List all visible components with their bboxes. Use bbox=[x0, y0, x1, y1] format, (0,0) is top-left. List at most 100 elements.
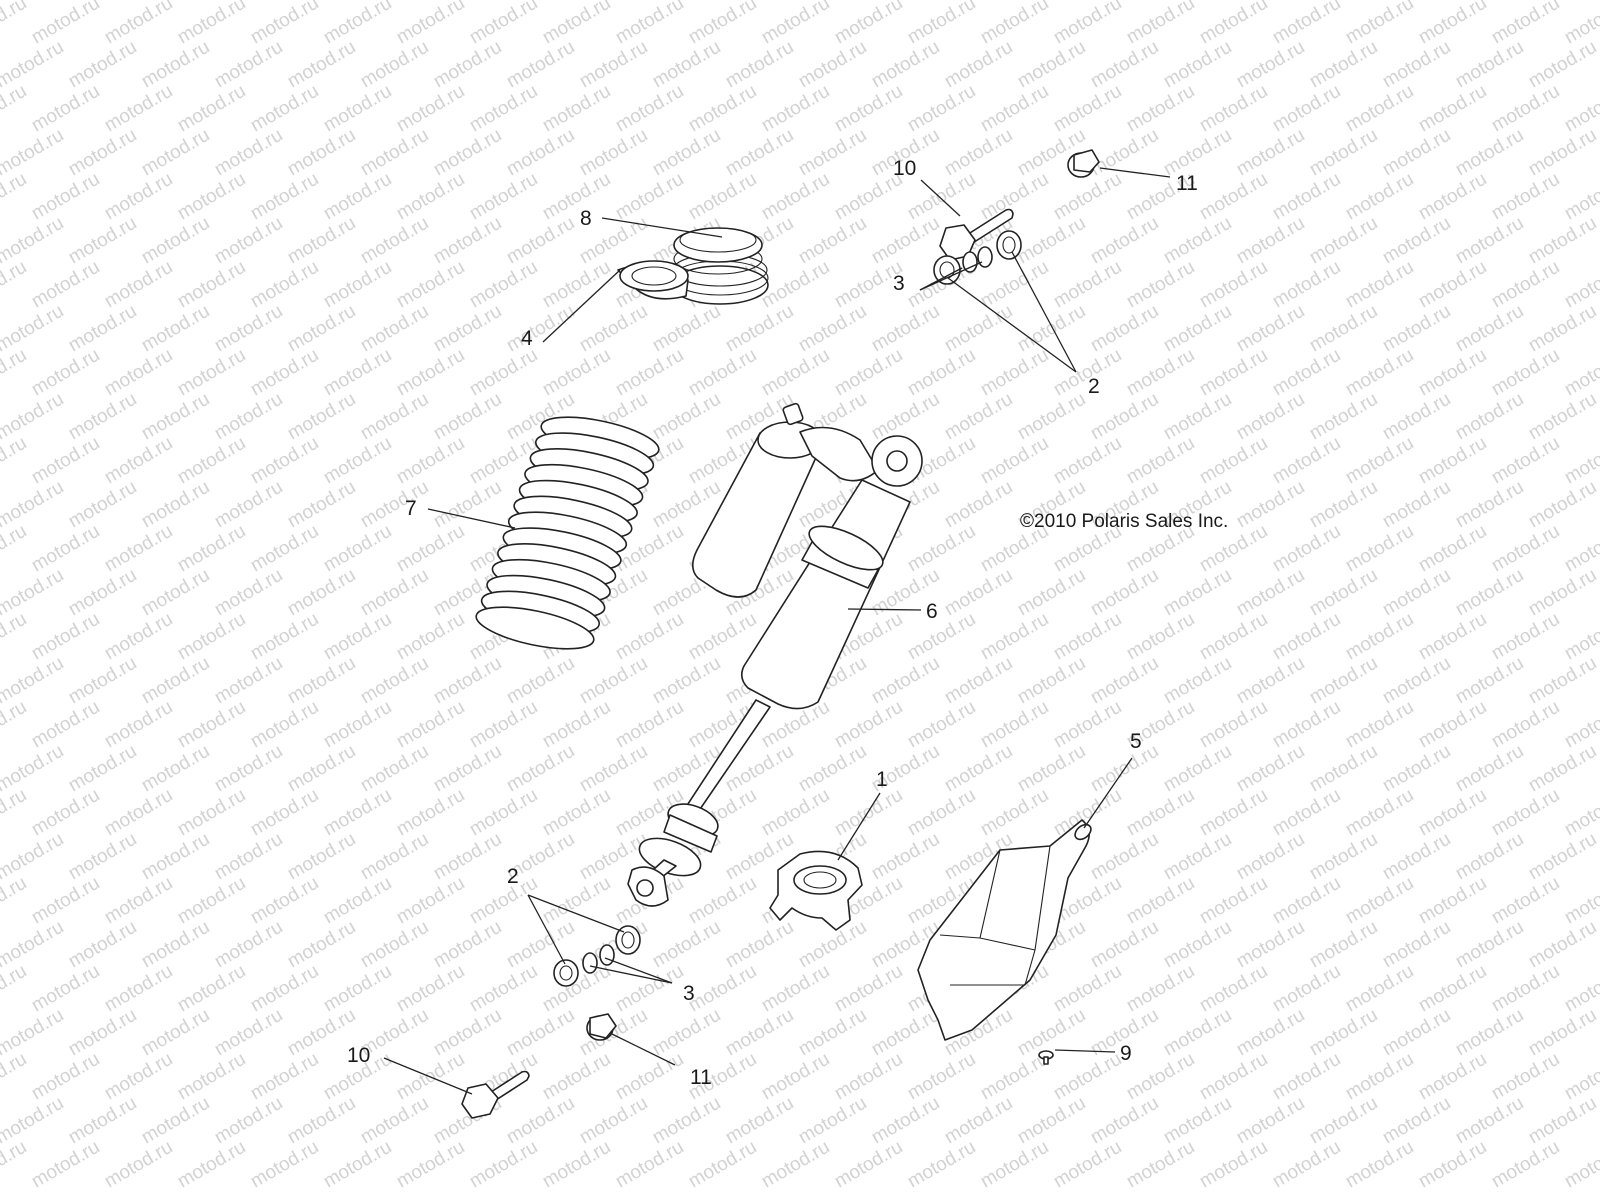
watermark-text: motod.ru bbox=[612, 1137, 687, 1193]
watermark-text: motod.ru bbox=[1379, 301, 1454, 357]
watermark-text: motod.ru bbox=[284, 1093, 359, 1149]
watermark-text: motod.ru bbox=[28, 1049, 103, 1105]
watermark-text: motod.ru bbox=[357, 917, 432, 973]
watermark-text: motod.ru bbox=[65, 301, 140, 357]
watermark-text: motod.ru bbox=[1452, 301, 1527, 357]
watermark-text: motod.ru bbox=[28, 0, 103, 48]
watermark-text: motod.ru bbox=[247, 785, 322, 841]
watermark-text: motod.ru bbox=[1379, 565, 1454, 621]
watermark-text: motod.ru bbox=[211, 565, 286, 621]
watermark-text: motod.ru bbox=[0, 873, 30, 929]
watermark-text: motod.ru bbox=[1379, 741, 1454, 797]
watermark-text: motod.ru bbox=[1342, 873, 1417, 929]
watermark-text: motod.ru bbox=[1525, 37, 1600, 93]
watermark-text: motod.ru bbox=[1306, 1005, 1381, 1061]
watermark-text: motod.ru bbox=[722, 301, 797, 357]
watermark-text: motod.ru bbox=[466, 169, 541, 225]
watermark-text: motod.ru bbox=[576, 1093, 651, 1149]
callout-3-top: 3 bbox=[893, 272, 905, 295]
watermark-text: motod.ru bbox=[1415, 1049, 1490, 1105]
watermark-text: motod.ru bbox=[612, 961, 687, 1017]
watermark-text: motod.ru bbox=[722, 1005, 797, 1061]
watermark-text: motod.ru bbox=[28, 81, 103, 137]
watermark-text: motod.ru bbox=[393, 0, 468, 48]
watermark-text: motod.ru bbox=[174, 0, 249, 48]
watermark-text: motod.ru bbox=[284, 917, 359, 973]
watermark-text: motod.ru bbox=[576, 653, 651, 709]
watermark-text: motod.ru bbox=[1050, 169, 1125, 225]
watermark-text: motod.ru bbox=[211, 1005, 286, 1061]
watermark-text: motod.ru bbox=[101, 609, 176, 665]
watermark-text: motod.ru bbox=[868, 1005, 943, 1061]
bolt-bottom-part bbox=[461, 1070, 530, 1119]
watermark-text: motod.ru bbox=[393, 521, 468, 577]
watermark-text: motod.ru bbox=[357, 389, 432, 445]
watermark-text: motod.ru bbox=[211, 1093, 286, 1149]
watermark-text: motod.ru bbox=[211, 829, 286, 885]
watermark-text: motod.ru bbox=[1561, 433, 1600, 489]
watermark-text: motod.ru bbox=[1415, 873, 1490, 929]
watermark-text: motod.ru bbox=[831, 1137, 906, 1193]
watermark-text: motod.ru bbox=[1269, 0, 1344, 48]
watermark-text: motod.ru bbox=[1269, 169, 1344, 225]
watermark-text: motod.ru bbox=[101, 1049, 176, 1105]
watermark-text: motod.ru bbox=[758, 0, 833, 48]
watermark-text: motod.ru bbox=[1488, 169, 1563, 225]
watermark-text: motod.ru bbox=[1342, 169, 1417, 225]
watermark-text: motod.ru bbox=[138, 917, 213, 973]
crossover-spring-part bbox=[671, 227, 769, 305]
watermark-text: motod.ru bbox=[1269, 81, 1344, 137]
watermark-text: motod.ru bbox=[101, 257, 176, 313]
watermark-text: motod.ru bbox=[393, 697, 468, 753]
watermark-text: motod.ru bbox=[211, 37, 286, 93]
watermark-text: motod.ru bbox=[1196, 81, 1271, 137]
watermark-text: motod.ru bbox=[1488, 257, 1563, 313]
watermark-text: motod.ru bbox=[539, 1049, 614, 1105]
watermark-text: motod.ru bbox=[0, 1093, 67, 1149]
watermark-text: motod.ru bbox=[1306, 917, 1381, 973]
watermark-text: motod.ru bbox=[0, 477, 67, 533]
callout-6: 6 bbox=[926, 600, 938, 623]
watermark-text: motod.ru bbox=[1379, 1093, 1454, 1149]
watermark-text: motod.ru bbox=[28, 1137, 103, 1193]
watermark-text: motod.ru bbox=[247, 0, 322, 48]
watermark-text: motod.ru bbox=[65, 213, 140, 269]
watermark-text: motod.ru bbox=[831, 697, 906, 753]
watermark-text: motod.ru bbox=[1525, 653, 1600, 709]
watermark-text: motod.ru bbox=[0, 0, 30, 48]
watermark-text: motod.ru bbox=[138, 389, 213, 445]
watermark-text: motod.ru bbox=[1160, 301, 1235, 357]
watermark-text: motod.ru bbox=[65, 389, 140, 445]
watermark-text: motod.ru bbox=[758, 785, 833, 841]
watermark-text: motod.ru bbox=[320, 961, 395, 1017]
watermark-text: motod.ru bbox=[1196, 257, 1271, 313]
watermark-text: motod.ru bbox=[1050, 0, 1125, 48]
watermark-text: motod.ru bbox=[320, 521, 395, 577]
watermark-text: motod.ru bbox=[1087, 653, 1162, 709]
watermark-text: motod.ru bbox=[0, 433, 30, 489]
watermark-text: motod.ru bbox=[1342, 1137, 1417, 1193]
watermark-text: motod.ru bbox=[977, 81, 1052, 137]
watermark-text: motod.ru bbox=[101, 345, 176, 401]
watermark-text: motod.ru bbox=[612, 169, 687, 225]
watermark-text: motod.ru bbox=[1415, 697, 1490, 753]
watermark-text: motod.ru bbox=[1452, 389, 1527, 445]
screw-part bbox=[1038, 1050, 1054, 1065]
spring-coil bbox=[475, 606, 595, 650]
watermark-text: motod.ru bbox=[941, 477, 1016, 533]
watermark-text: motod.ru bbox=[685, 0, 760, 48]
watermark-text: motod.ru bbox=[466, 345, 541, 401]
watermark-text: motod.ru bbox=[503, 213, 578, 269]
watermark-text: motod.ru bbox=[393, 785, 468, 841]
watermark-text: motod.ru bbox=[1269, 1049, 1344, 1105]
watermark-text: motod.ru bbox=[1379, 829, 1454, 885]
watermark-text: motod.ru bbox=[1050, 257, 1125, 313]
watermark-text: motod.ru bbox=[284, 125, 359, 181]
watermark-text: motod.ru bbox=[1525, 477, 1600, 533]
watermark-text: motod.ru bbox=[868, 653, 943, 709]
watermark-text: motod.ru bbox=[211, 301, 286, 357]
watermark-text: motod.ru bbox=[941, 653, 1016, 709]
watermark-text: motod.ru bbox=[393, 961, 468, 1017]
watermark-text: motod.ru bbox=[1196, 0, 1271, 48]
watermark-text: motod.ru bbox=[1160, 37, 1235, 93]
